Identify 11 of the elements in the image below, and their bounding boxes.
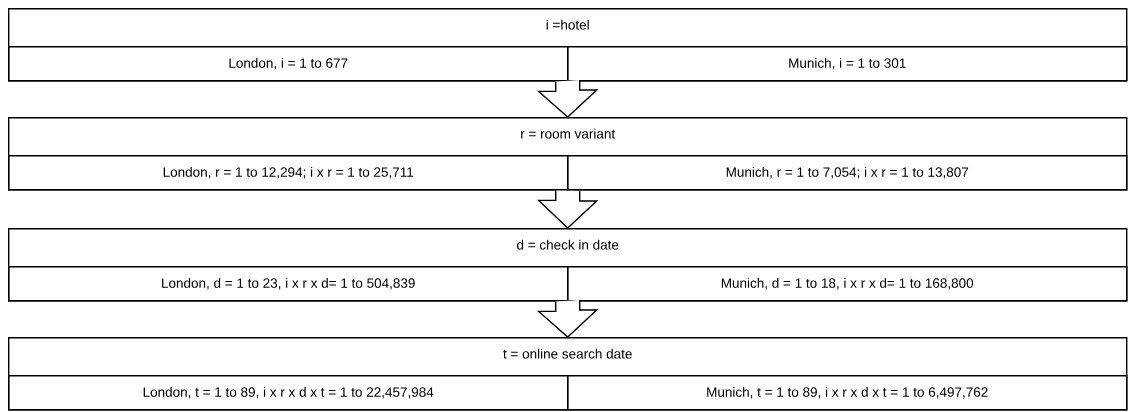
table-cell: Munich, t = 1 to 89, i x r x d x t = 1 to 6,497,762 [567,375,1128,411]
block-arrow [536,79,599,118]
table-cell: London, i = 1 to 677 [8,46,569,82]
table-cell: London, r = 1 to 12,294; i x r = 1 to 25,711 [8,155,569,191]
block-arrow [536,189,599,229]
table-cell: Munich, i = 1 to 301 [567,46,1128,82]
block-arrow [536,299,599,338]
table-cell: Munich, r = 1 to 7,054; i x r = 1 to 13,807 [567,155,1128,191]
table-cell: London, d = 1 to 23, i x r x d= 1 to 504,839 [8,266,569,302]
table-cell: Munich, d = 1 to 18, i x r x d= 1 to 168,800 [567,266,1128,302]
table-cell: London, t = 1 to 89, i x r x d x t = 1 to 22,457,984 [8,375,569,411]
